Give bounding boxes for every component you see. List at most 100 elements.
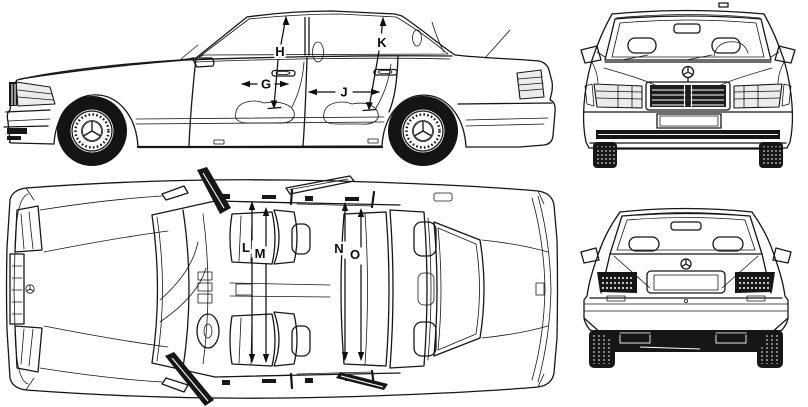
headrest [628, 236, 660, 252]
rear-door-gap [388, 55, 399, 113]
headrest [627, 37, 657, 54]
side-mirror [191, 57, 215, 68]
dimension-h: H [267, 16, 290, 110]
trunk-creases [481, 239, 549, 339]
open-front-door-bottom [165, 352, 214, 406]
taillight-right [735, 272, 775, 293]
front-wheel [55, 94, 129, 168]
mercedes-star-icon [25, 284, 35, 294]
license-plate-rear [653, 274, 719, 291]
fender-line [19, 59, 187, 80]
door-sills [214, 188, 376, 390]
open-front-door-top [197, 167, 231, 214]
front-seat-profile [235, 100, 295, 124]
steering-wheel [196, 313, 220, 349]
dimension-m: M [252, 207, 270, 363]
fuel-door [433, 192, 453, 202]
license-recess [646, 270, 726, 294]
top-view: L M N O [5, 167, 559, 406]
door-mirror-right [772, 247, 792, 264]
dimension-label-n: N [334, 241, 343, 256]
dimension-label-h: H [275, 44, 284, 59]
headrest [413, 221, 437, 257]
headrest [291, 325, 311, 357]
antenna [484, 29, 511, 59]
dimension-l: L [240, 201, 256, 363]
dimension-label-k: K [377, 35, 387, 50]
mercedes-star-icon [681, 65, 695, 82]
door-mirror-right [774, 45, 796, 64]
rear-bench-seat [340, 209, 437, 369]
dimension-o: O [348, 208, 365, 361]
taillight-left [597, 272, 637, 293]
rearview-mirror [673, 23, 701, 34]
headrest [711, 37, 741, 54]
rear-body-outline [583, 211, 789, 331]
parcel-shelf [427, 217, 432, 361]
side-glass [198, 13, 449, 58]
mirror-plan [161, 377, 189, 393]
headrest [712, 236, 744, 252]
headlight-plan [14, 325, 43, 373]
trunk-keyhole [684, 298, 689, 303]
mercedes-star-icon [680, 258, 692, 270]
jack-point [367, 138, 379, 144]
headlight-plan [14, 205, 43, 253]
license-plate-front [656, 113, 722, 129]
wiper-arcs [159, 241, 207, 323]
front-right-tire [759, 142, 783, 168]
dimension-label-m: M [255, 246, 266, 261]
rear-window-plan [433, 221, 485, 357]
driver-seat [229, 311, 311, 367]
rear-view [580, 207, 792, 368]
door-mirror-left [580, 247, 600, 264]
rear-window [609, 212, 763, 255]
headlight-side [15, 81, 56, 107]
dimension-label-g: G [261, 77, 271, 92]
turn-signal [781, 83, 792, 107]
dimension-label-o: O [350, 247, 360, 262]
front-bumper [583, 111, 793, 150]
front-headrest-through-glass [312, 41, 324, 63]
door-split-gap [302, 57, 308, 147]
door-mirror-left [580, 45, 602, 64]
rear-door-handle [373, 68, 398, 76]
wipers-front [621, 54, 713, 61]
jack-point [213, 139, 225, 145]
open-rear-door-bottom [336, 372, 388, 390]
undercarriage [606, 330, 768, 352]
front-door-handle [271, 69, 296, 77]
front-door-gap [188, 57, 197, 147]
rear-left-tire [589, 330, 615, 368]
rear-seat-profile [323, 101, 379, 125]
front-view [580, 2, 796, 168]
dashboard [182, 209, 190, 369]
open-rear-door-top [285, 175, 355, 195]
front-left-tire [593, 142, 617, 168]
front-bumper-intake [7, 128, 27, 134]
headrest [291, 223, 311, 255]
belt-line [185, 55, 453, 61]
steering-wheel-front [713, 41, 749, 57]
dimension-k: K [362, 17, 390, 112]
turn-signal [584, 83, 595, 107]
grille-side [9, 82, 17, 106]
front-grille [645, 81, 731, 111]
mirror-plan [161, 185, 189, 201]
front-body-outline [582, 13, 794, 149]
cowl [151, 214, 159, 364]
rear-wheel [386, 94, 460, 168]
side-view: H K G J [3, 10, 556, 168]
rear-bumper [583, 297, 789, 335]
dimension-j: J [308, 82, 380, 102]
roof-antenna-base [718, 2, 729, 8]
dimension-g: G [241, 74, 289, 94]
wiper [180, 44, 199, 60]
windshield [604, 15, 772, 61]
dimension-label-l: L [242, 240, 250, 255]
gear-console [235, 283, 253, 296]
headrest [413, 321, 437, 357]
dimension-label-j: J [340, 85, 347, 100]
